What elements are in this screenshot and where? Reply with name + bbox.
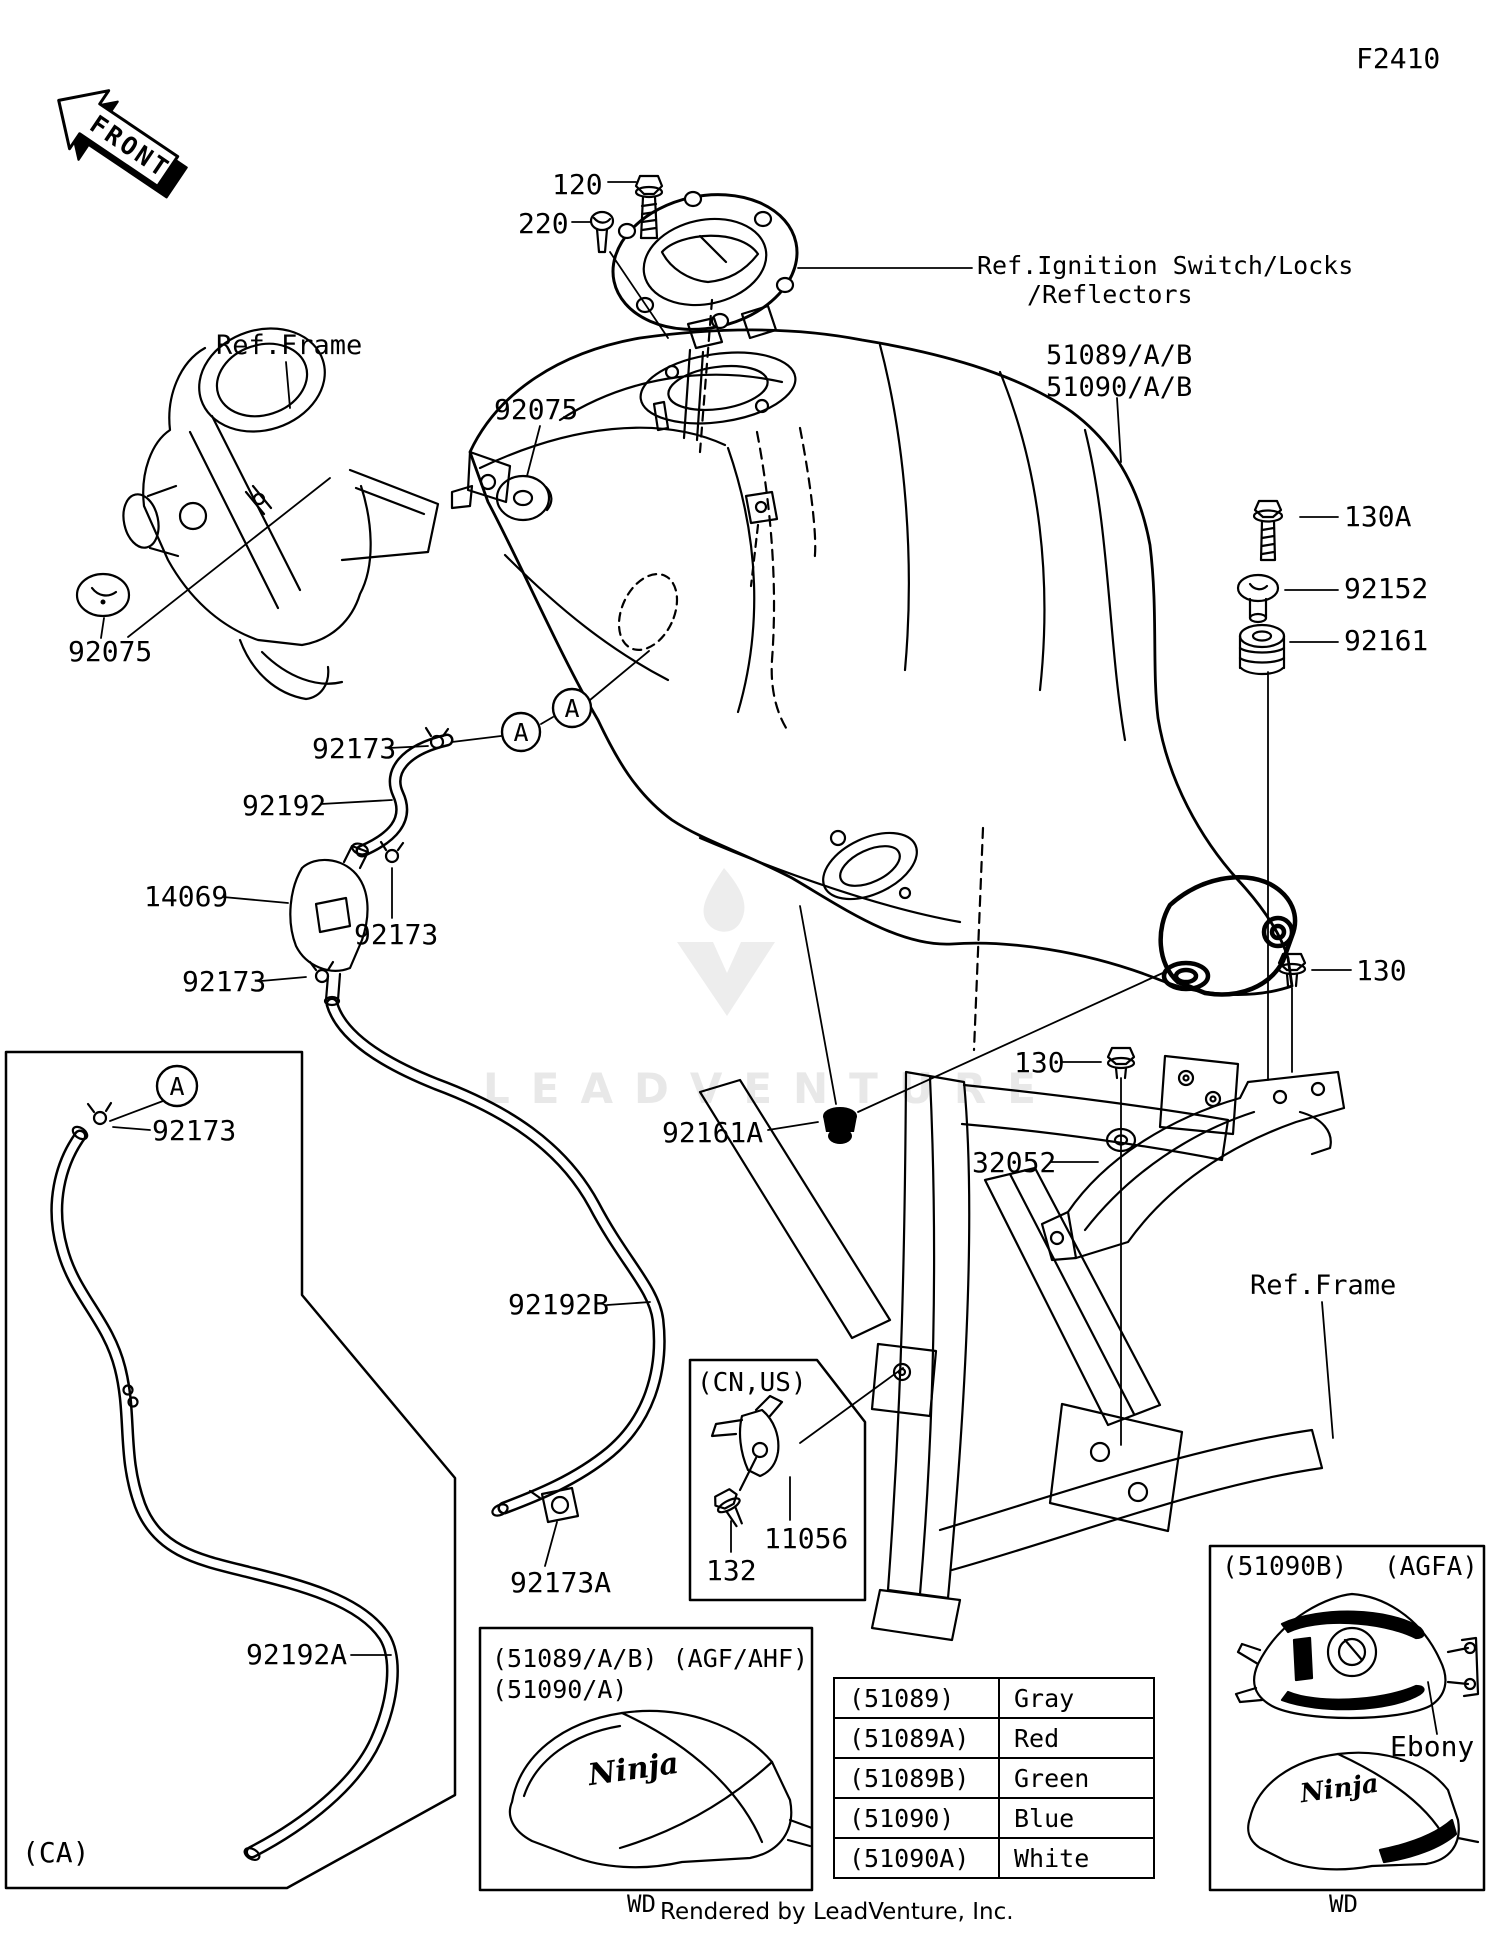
callout-92173-low: 92173 xyxy=(182,965,267,998)
color-name: Red xyxy=(998,1717,1155,1759)
fuel-tank-drawing xyxy=(466,328,1298,1052)
color-code: (51090) xyxy=(833,1797,1000,1839)
ebony-inset-variant: (AGFA) xyxy=(1384,1552,1478,1582)
color-code: (51089) xyxy=(833,1677,1000,1719)
callout-92075-right: 92075 xyxy=(494,393,579,426)
callout-92192a: 92192A xyxy=(246,1638,348,1671)
collar-92152-drawing xyxy=(1236,573,1280,624)
damper-92075-right-drawing xyxy=(495,474,553,522)
front-direction-arrow: FRONT xyxy=(57,89,188,199)
figure-code: F2410 xyxy=(1356,42,1441,75)
callout-120: 120 xyxy=(552,168,603,201)
ca-region-label: (CA) xyxy=(22,1836,90,1869)
cn-us-region-label: (CN,US) xyxy=(697,1368,807,1398)
callout-92152: 92152 xyxy=(1344,572,1429,605)
variant-inset-line2: (51090/A) xyxy=(492,1675,628,1704)
bolt-130-left-drawing xyxy=(1106,1046,1136,1080)
rendered-by-credit: Rendered by LeadVenture, Inc. xyxy=(660,1899,1014,1925)
table-row: (51089B) Green xyxy=(833,1757,1155,1799)
callout-92161a: 92161A xyxy=(662,1116,764,1149)
table-row: (51090) Blue xyxy=(833,1797,1155,1839)
color-table: (51089) Gray (51089A) Red (51089B) Green… xyxy=(833,1677,1155,1879)
footnote-wd: WD xyxy=(627,1890,656,1918)
connection-marker-a-circles xyxy=(155,687,593,1108)
callout-ref-frame-bottom: Ref.Frame xyxy=(1250,1270,1397,1301)
callout-220: 220 xyxy=(518,207,569,240)
callout-tank-code-2: 51090/A/B xyxy=(1046,372,1193,403)
callout-92173-top: 92173 xyxy=(312,732,397,765)
damper-92161-drawing xyxy=(1238,623,1286,676)
ca-inset-box xyxy=(4,1050,457,1890)
hose-92192b-drawing xyxy=(325,997,666,1517)
callout-92173a: 92173A xyxy=(510,1566,612,1599)
bolt-130-right-drawing xyxy=(1277,952,1307,988)
ebony-footnote-wd: WD xyxy=(1329,1890,1358,1918)
color-name: Gray xyxy=(998,1677,1155,1719)
callout-92192: 92192 xyxy=(242,789,327,822)
callout-32052: 32052 xyxy=(972,1146,1057,1179)
color-name: White xyxy=(998,1837,1155,1879)
callout-130-left: 130 xyxy=(1014,1046,1065,1079)
leader-lines xyxy=(100,181,1438,1735)
ebony-color-label: Ebony xyxy=(1390,1730,1475,1763)
color-code: (51089A) xyxy=(833,1717,1000,1759)
callout-tank-code-1: 51089/A/B xyxy=(1046,340,1193,371)
color-name: Green xyxy=(998,1757,1155,1799)
tank-rear-bracket xyxy=(1158,875,1298,997)
cn-us-inset-box xyxy=(688,1358,867,1602)
clamp-92173-mid-drawing xyxy=(379,840,405,864)
callout-130-right: 130 xyxy=(1356,954,1407,987)
color-code: (51089B) xyxy=(833,1757,1000,1799)
ebony-inset-box xyxy=(1208,1544,1486,1892)
frame-rear-drawing xyxy=(698,1054,1324,1642)
callout-92075-left: 92075 xyxy=(68,635,153,668)
variant-inset-box xyxy=(478,1626,814,1892)
callout-11056: 11056 xyxy=(764,1522,849,1555)
clamp-92173-top-drawing xyxy=(424,726,450,750)
callout-92173-mid: 92173 xyxy=(354,918,439,951)
leadventure-watermark-icon xyxy=(677,868,775,1016)
callout-130a: 130A xyxy=(1344,500,1412,533)
table-row: (51089) Gray xyxy=(833,1677,1155,1719)
table-row: (51089A) Red xyxy=(833,1717,1155,1759)
callout-92192b: 92192B xyxy=(508,1288,610,1321)
frame-head-assembly-drawing xyxy=(122,327,474,701)
callout-ref-frame-top: Ref.Frame xyxy=(216,330,363,361)
hose-92192-drawing xyxy=(355,733,454,858)
color-code: (51090A) xyxy=(833,1837,1000,1879)
ebony-inset-tank-drawings xyxy=(1234,1592,1480,1871)
ca-callout-92173: 92173 xyxy=(152,1114,237,1147)
clamp-92173a-drawing xyxy=(528,1486,580,1524)
marker-a-ca: A xyxy=(169,1072,184,1101)
grommet-92161a-drawing xyxy=(823,1107,857,1144)
callout-14069: 14069 xyxy=(144,880,229,913)
ebony-inset-code: (51090B) xyxy=(1222,1552,1348,1582)
canister-14069-drawing xyxy=(289,842,370,1007)
color-name: Blue xyxy=(998,1797,1155,1839)
screw-220-drawing xyxy=(589,210,615,254)
damper-92075-left-drawing xyxy=(75,572,131,618)
callout-ref-ignition-line1: Ref.Ignition Switch/Locks xyxy=(977,251,1354,280)
variant-inset-tank-drawing xyxy=(508,1709,814,1869)
bolt-120-drawing xyxy=(634,174,664,240)
variant-inset-line1: (51089/A/B) (AGF/AHF) xyxy=(492,1644,809,1673)
callout-92161: 92161 xyxy=(1344,624,1429,657)
callout-132: 132 xyxy=(706,1554,757,1587)
marker-a-1: A xyxy=(513,718,528,747)
marker-a-2: A xyxy=(564,694,579,723)
callout-ref-ignition-line2: /Reflectors xyxy=(1027,280,1193,309)
bolt-130a-drawing xyxy=(1252,499,1284,562)
table-row: (51090A) White xyxy=(833,1837,1155,1879)
